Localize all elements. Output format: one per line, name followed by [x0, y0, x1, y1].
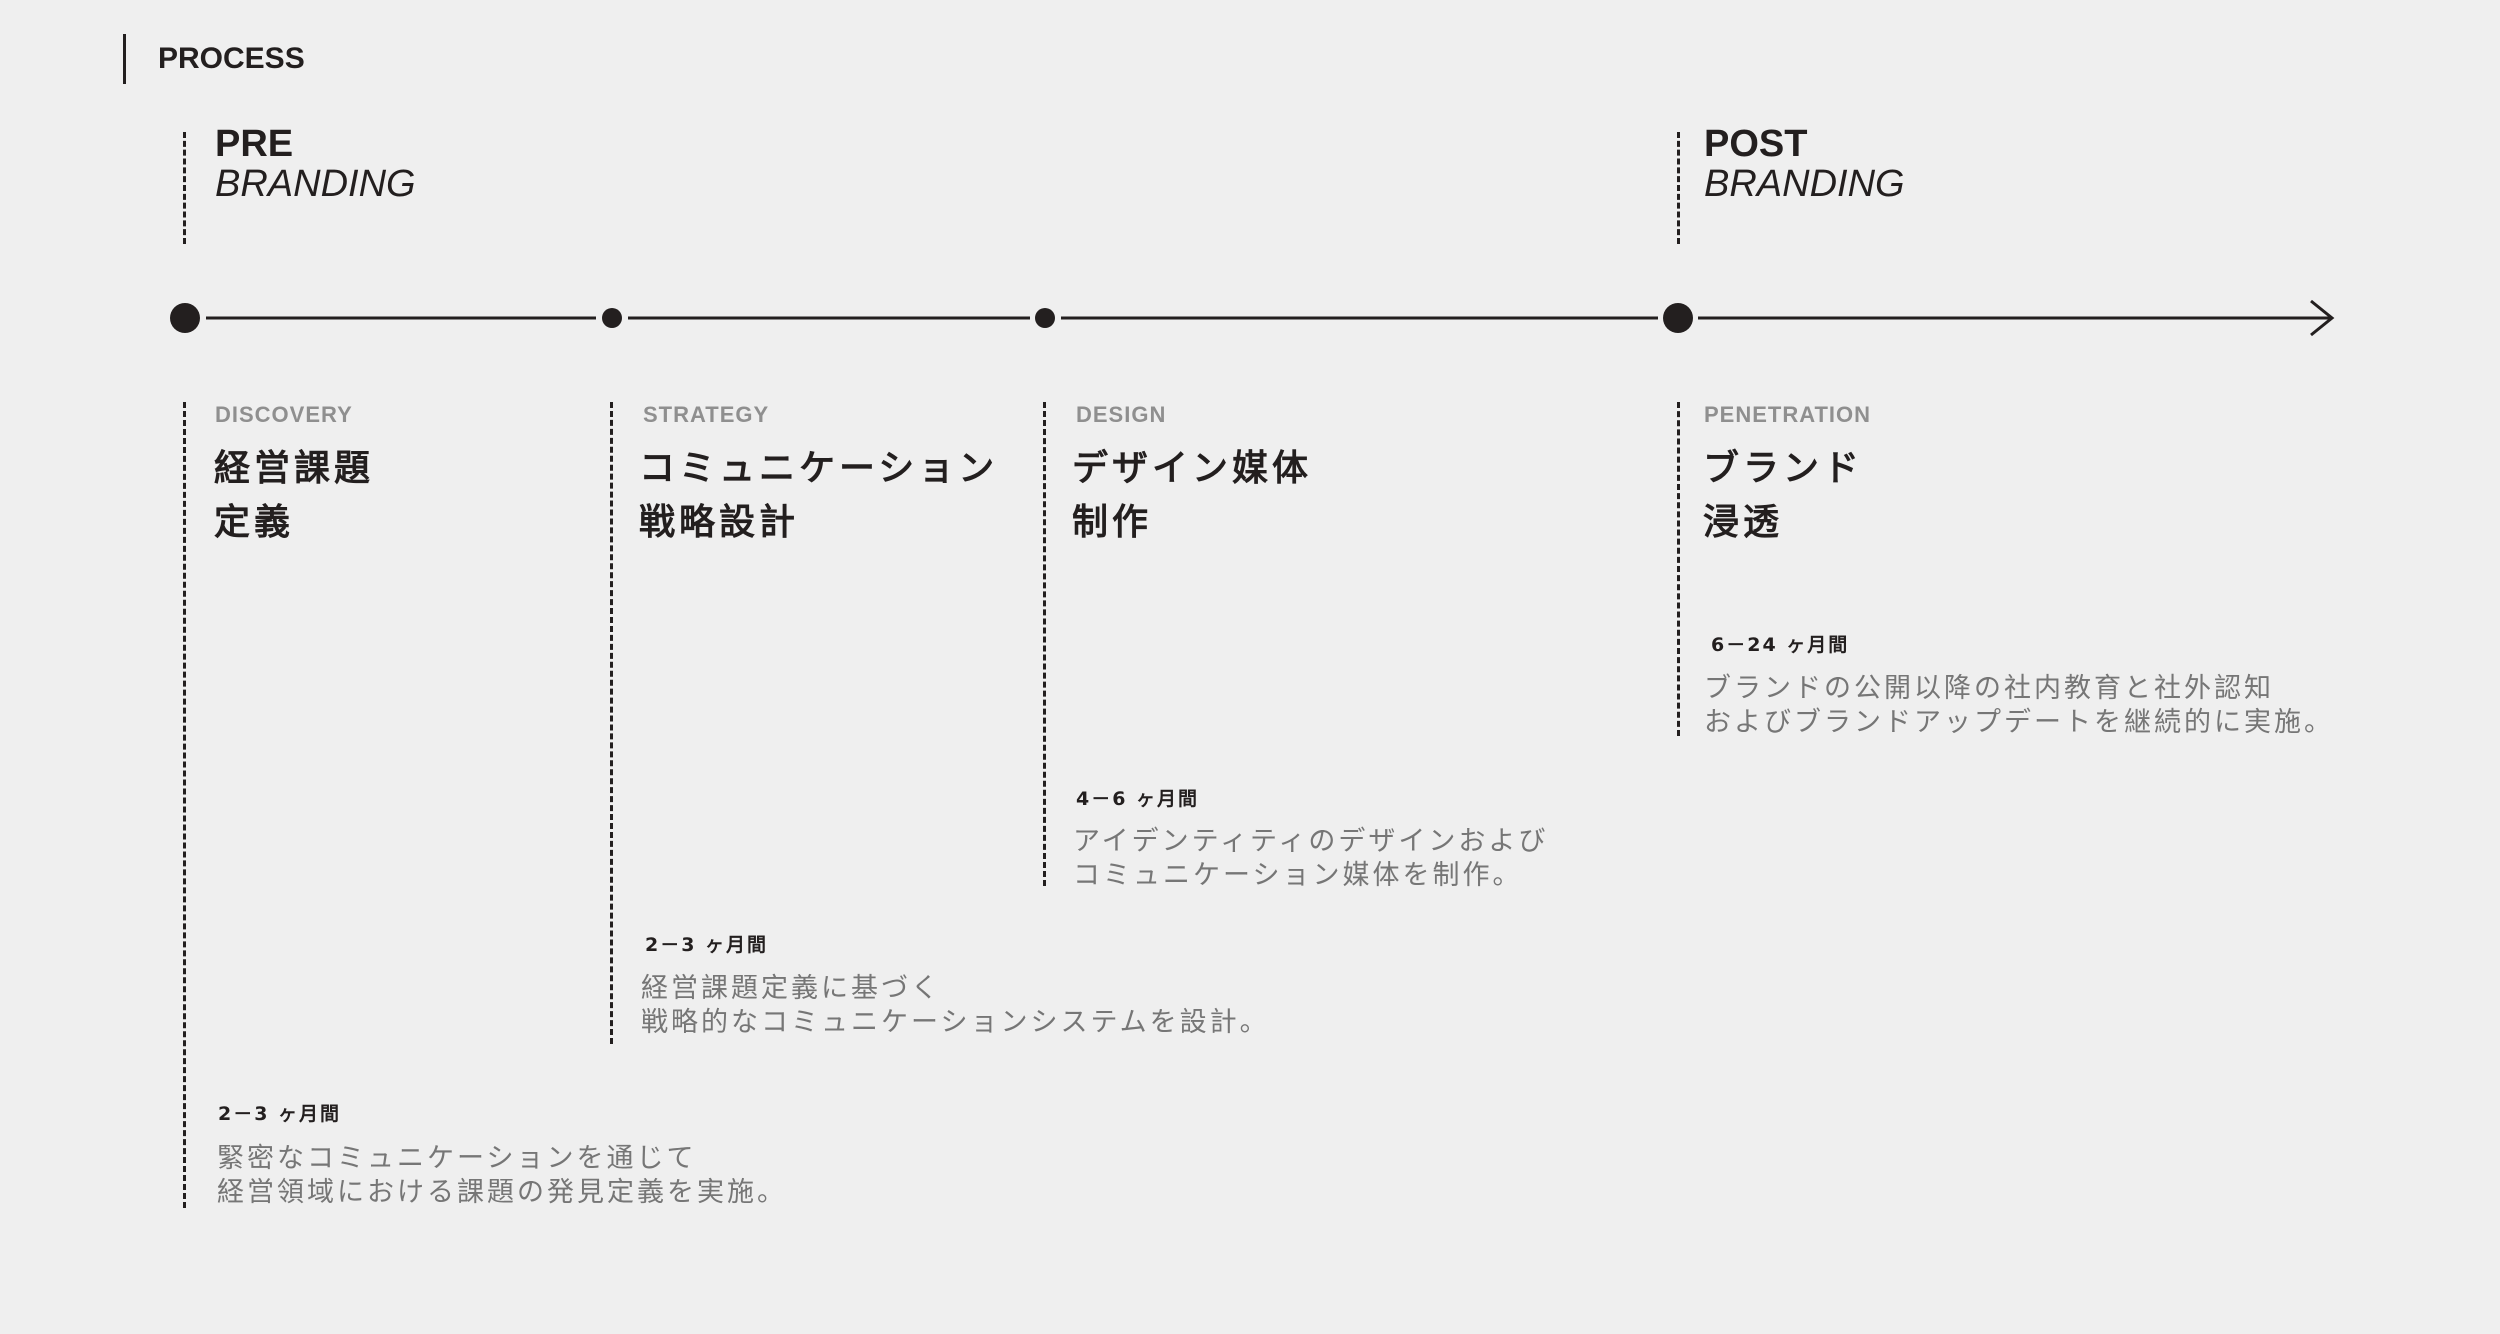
post-branding-divider — [1677, 132, 1680, 244]
stage-divider-design — [1043, 402, 1046, 886]
description-line: 戦略的なコミュニケーションシステムを設計。 — [641, 1007, 1270, 1038]
stage-title-line: ブランド — [1703, 448, 1864, 489]
milestone-dot-penetration — [1663, 303, 1693, 333]
pre-phase-subtitle: BRANDING — [215, 163, 416, 205]
stage-duration-design: 4－6 ヶ月間 — [1076, 788, 1200, 810]
stage-description-discovery: 緊密なコミュニケーションを通じて 経営領域における課題の発見定義を実施。 — [217, 1142, 787, 1210]
post-branding-label: POST BRANDING — [1704, 124, 1905, 204]
pre-phase-title: PRE — [215, 123, 294, 165]
milestone-dot-strategy — [602, 308, 622, 328]
stage-title-line: 定義 — [214, 502, 295, 543]
stage-title-line: 制作 — [1072, 502, 1153, 543]
description-line: ブランドの公開以降の社内教育と社外認知 — [1704, 673, 2274, 704]
post-phase-title: POST — [1704, 123, 1808, 165]
stage-label-strategy: STRATEGY — [643, 402, 770, 427]
pre-branding-divider — [183, 132, 186, 244]
description-line: 緊密なコミュニケーションを通じて — [217, 1143, 697, 1174]
stage-title-line: 経営課題 — [214, 448, 375, 489]
stage-divider-penetration — [1677, 402, 1680, 736]
stage-title-design: デザイン媒体 制作 — [1072, 442, 1312, 550]
stage-title-line: 戦略設計 — [639, 502, 800, 543]
milestone-dot-design — [1035, 308, 1055, 328]
stage-title-line: 浸透 — [1703, 502, 1784, 543]
description-line: およびブランドアップデートを継続的に実施。 — [1704, 707, 2334, 738]
stage-title-strategy: コミュニケーション 戦略設計 — [639, 442, 998, 550]
stage-divider-discovery — [183, 402, 186, 1208]
post-phase-subtitle: BRANDING — [1704, 163, 1905, 205]
description-line: 経営領域における課題の発見定義を実施。 — [217, 1177, 787, 1208]
stage-title-discovery: 経営課題 定義 — [214, 442, 374, 550]
stage-description-strategy: 経営課題定義に基づく 戦略的なコミュニケーションシステムを設計。 — [641, 972, 1270, 1040]
stage-duration-penetration: 6－24 ヶ月間 — [1711, 634, 1850, 656]
stage-duration-discovery: 2－3 ヶ月間 — [218, 1103, 342, 1125]
stage-label-design: DESIGN — [1076, 402, 1167, 427]
timeline-arrow-icon — [2310, 299, 2335, 337]
stage-description-penetration: ブランドの公開以降の社内教育と社外認知 およびブランドアップデートを継続的に実施… — [1704, 672, 2334, 740]
description-line: コミュニケーション媒体を制作。 — [1073, 860, 1523, 891]
pre-branding-label: PRE BRANDING — [215, 124, 416, 204]
description-line: アイデンティティのデザインおよび — [1073, 826, 1549, 857]
description-line: 経営課題定義に基づく — [641, 973, 941, 1004]
section-title: PROCESS — [158, 42, 305, 75]
milestone-dot-discovery — [170, 303, 200, 333]
stage-title-penetration: ブランド 浸透 — [1703, 442, 1863, 550]
stage-label-discovery: DISCOVERY — [215, 402, 353, 427]
stage-label-penetration: PENETRATION — [1704, 402, 1872, 427]
stage-duration-strategy: 2－3 ヶ月間 — [645, 934, 769, 956]
section-marker — [123, 34, 126, 84]
stage-divider-strategy — [610, 402, 613, 1044]
stage-title-line: デザイン媒体 — [1072, 448, 1313, 489]
stage-title-line: コミュニケーション — [639, 448, 999, 489]
stage-description-design: アイデンティティのデザインおよび コミュニケーション媒体を制作。 — [1073, 825, 1548, 893]
